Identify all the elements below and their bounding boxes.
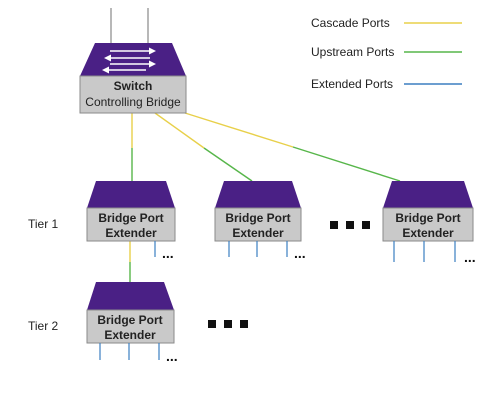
more-ports-ellipsis: ... — [166, 348, 178, 364]
bridge-port-extender-tier1-c: Bridge Port Extender ... — [382, 181, 476, 265]
extended-ports — [99, 343, 160, 360]
more-ports-ellipsis: ... — [464, 249, 476, 265]
ellipsis-square — [224, 320, 232, 328]
controlling-bridge-switch: Switch Controlling Bridge — [79, 8, 187, 114]
tier-1-label: Tier 1 — [28, 217, 59, 231]
extender-label-line2: Extender — [104, 328, 156, 342]
legend: Cascade Ports Upstream Ports Extended Po… — [311, 16, 462, 91]
extender-label-line1: Bridge Port — [98, 211, 163, 225]
tier-2-label: Tier 2 — [28, 319, 59, 333]
connections — [129, 112, 401, 282]
ellipsis-square — [208, 320, 216, 328]
extended-ports — [393, 241, 456, 262]
legend-extended-label: Extended Ports — [311, 77, 393, 91]
extended-ports — [228, 241, 288, 257]
extender-label-panel — [86, 309, 175, 344]
extender-label-panel — [214, 207, 302, 242]
bridge-port-extender-tier1-b: Bridge Port Extender ... — [214, 181, 306, 261]
bridge-port-extender-tier2: Bridge Port Extender ... — [86, 282, 178, 364]
switch-arrows-icon — [102, 47, 156, 74]
upstream-link — [203, 147, 253, 182]
more-extenders-indicator — [330, 221, 370, 229]
extender-label-line1: Bridge Port — [97, 313, 162, 327]
cascade-link — [184, 112, 294, 148]
extender-top-panel — [215, 181, 301, 208]
extender-label-line2: Extender — [105, 226, 157, 240]
ellipsis-square — [346, 221, 354, 229]
extender-top-panel — [87, 282, 174, 310]
more-ports-ellipsis: ... — [294, 245, 306, 261]
extender-label-line1: Bridge Port — [225, 211, 290, 225]
extender-label-line2: Extender — [402, 226, 454, 240]
switch-top-panel — [80, 43, 186, 76]
ellipsis-square — [240, 320, 248, 328]
more-extenders-indicator — [208, 320, 248, 328]
bridge-port-extender-tier1-a: Bridge Port Extender ... — [86, 181, 176, 261]
cascade-link — [154, 112, 205, 149]
legend-upstream-label: Upstream Ports — [311, 45, 394, 59]
extender-label-panel — [86, 207, 176, 242]
switch-label-panel — [79, 75, 187, 114]
extender-label-panel — [382, 207, 474, 242]
extender-top-panel — [87, 181, 175, 208]
ellipsis-square — [330, 221, 338, 229]
switch-title: Switch — [114, 79, 153, 93]
switch-subtitle: Controlling Bridge — [85, 95, 181, 109]
legend-cascade-label: Cascade Ports — [311, 16, 390, 30]
extender-top-panel — [383, 181, 473, 208]
upstream-link — [292, 146, 401, 182]
ellipsis-square — [362, 221, 370, 229]
extender-label-line1: Bridge Port — [395, 211, 460, 225]
extender-label-line2: Extender — [232, 226, 284, 240]
more-ports-ellipsis: ... — [162, 245, 174, 261]
